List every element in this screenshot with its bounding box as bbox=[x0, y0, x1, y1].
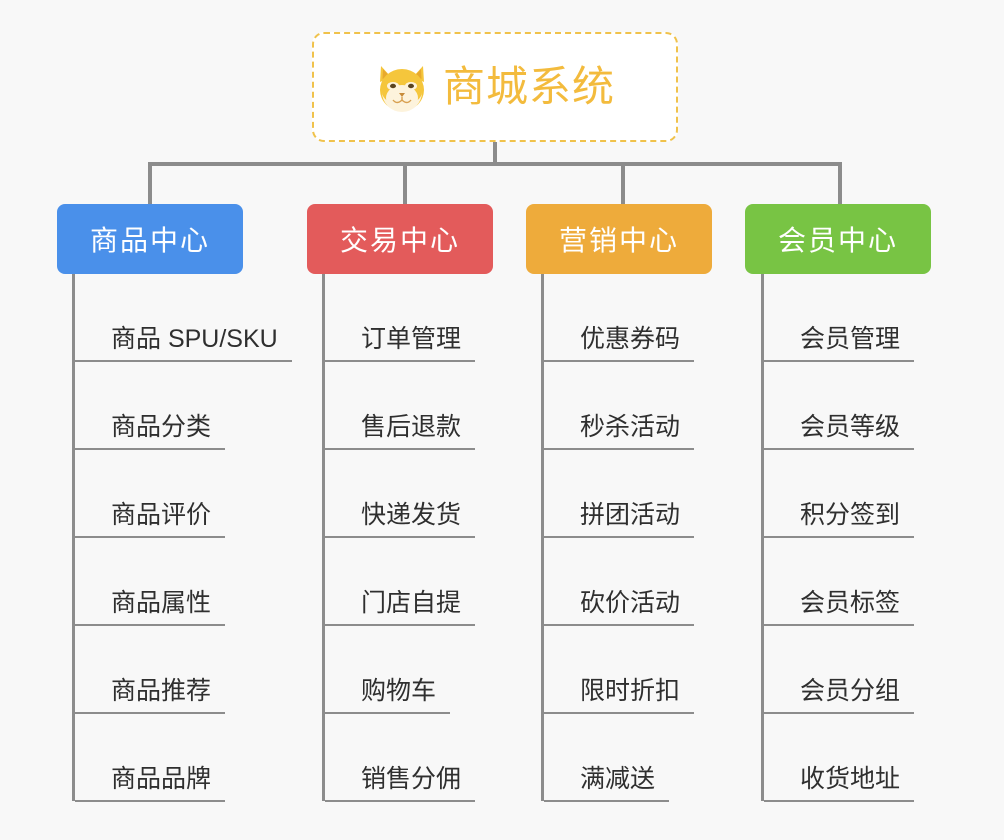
leaf-item[interactable]: 快递发货 bbox=[325, 450, 476, 538]
leaf-label: 满减送 bbox=[544, 765, 670, 802]
leaf-item[interactable]: 会员等级 bbox=[764, 362, 915, 450]
leaf-label: 会员分组 bbox=[764, 677, 915, 714]
leaf-label: 收货地址 bbox=[764, 765, 915, 802]
branch-label: 商品中心 bbox=[89, 225, 210, 256]
leaf-item[interactable]: 会员分组 bbox=[764, 626, 915, 714]
branch-drop-line-2 bbox=[403, 162, 407, 204]
leaf-item[interactable]: 会员管理 bbox=[764, 274, 915, 362]
leaf-label: 商品品牌 bbox=[75, 765, 226, 802]
leaf-spine-line bbox=[322, 274, 325, 801]
leaf-item[interactable]: 订单管理 bbox=[325, 274, 476, 362]
branch-label: 营销中心 bbox=[558, 225, 679, 256]
leaf-label: 购物车 bbox=[325, 677, 451, 714]
leaf-item[interactable]: 收货地址 bbox=[764, 714, 915, 802]
leaf-label: 商品分类 bbox=[75, 413, 226, 450]
shiba-dog-icon bbox=[375, 62, 429, 112]
leaf-spine-line bbox=[541, 274, 544, 801]
branch-bus-line bbox=[148, 162, 840, 166]
root-node[interactable]: 商城系统 bbox=[312, 32, 678, 142]
branch-drop-line-3 bbox=[621, 162, 625, 204]
branch-drop-line-4 bbox=[838, 162, 842, 204]
leaf-label: 拼团活动 bbox=[544, 501, 695, 538]
leaf-item[interactable]: 会员标签 bbox=[764, 538, 915, 626]
leaf-label: 订单管理 bbox=[325, 325, 476, 362]
branch-label: 会员中心 bbox=[777, 225, 898, 256]
leaf-label: 会员标签 bbox=[764, 589, 915, 626]
leaf-item[interactable]: 限时折扣 bbox=[544, 626, 695, 714]
leaf-label: 会员等级 bbox=[764, 413, 915, 450]
branch-header-营销中心[interactable]: 营销中心 bbox=[526, 204, 712, 274]
leaf-item[interactable]: 拼团活动 bbox=[544, 450, 695, 538]
leaf-label: 秒杀活动 bbox=[544, 413, 695, 450]
leaf-item[interactable]: 销售分佣 bbox=[325, 714, 476, 802]
leaf-item[interactable]: 商品属性 bbox=[75, 538, 226, 626]
leaf-item[interactable]: 售后退款 bbox=[325, 362, 476, 450]
leaf-item[interactable]: 满减送 bbox=[544, 714, 670, 802]
leaf-label: 商品推荐 bbox=[75, 677, 226, 714]
root-stem-line bbox=[493, 142, 497, 164]
leaf-label: 售后退款 bbox=[325, 413, 476, 450]
leaf-item[interactable]: 商品品牌 bbox=[75, 714, 226, 802]
branch-header-会员中心[interactable]: 会员中心 bbox=[745, 204, 931, 274]
branch-drop-line-1 bbox=[148, 162, 152, 204]
leaf-item[interactable]: 积分签到 bbox=[764, 450, 915, 538]
leaf-spine-line bbox=[761, 274, 764, 801]
leaf-label: 商品 SPU/SKU bbox=[75, 325, 292, 362]
leaf-item[interactable]: 秒杀活动 bbox=[544, 362, 695, 450]
leaf-spine-line bbox=[72, 274, 75, 801]
leaf-item[interactable]: 购物车 bbox=[325, 626, 451, 714]
leaf-item[interactable]: 商品 SPU/SKU bbox=[75, 274, 292, 362]
leaf-label: 商品属性 bbox=[75, 589, 226, 626]
leaf-label: 商品评价 bbox=[75, 501, 226, 538]
root-title: 商城系统 bbox=[442, 63, 615, 110]
leaf-label: 砍价活动 bbox=[544, 589, 695, 626]
leaf-label: 会员管理 bbox=[764, 325, 915, 362]
leaf-label: 限时折扣 bbox=[544, 677, 695, 714]
leaf-item[interactable]: 门店自提 bbox=[325, 538, 476, 626]
leaf-item[interactable]: 商品推荐 bbox=[75, 626, 226, 714]
leaf-label: 优惠券码 bbox=[544, 325, 695, 362]
leaf-label: 积分签到 bbox=[764, 501, 915, 538]
branch-header-交易中心[interactable]: 交易中心 bbox=[307, 204, 493, 274]
leaf-label: 快递发货 bbox=[325, 501, 476, 538]
branch-header-商品中心[interactable]: 商品中心 bbox=[57, 204, 243, 274]
leaf-item[interactable]: 商品评价 bbox=[75, 450, 226, 538]
leaf-item[interactable]: 商品分类 bbox=[75, 362, 226, 450]
leaf-item[interactable]: 砍价活动 bbox=[544, 538, 695, 626]
leaf-item[interactable]: 优惠券码 bbox=[544, 274, 695, 362]
leaf-label: 门店自提 bbox=[325, 589, 476, 626]
branch-label: 交易中心 bbox=[339, 225, 460, 256]
leaf-label: 销售分佣 bbox=[325, 765, 476, 802]
